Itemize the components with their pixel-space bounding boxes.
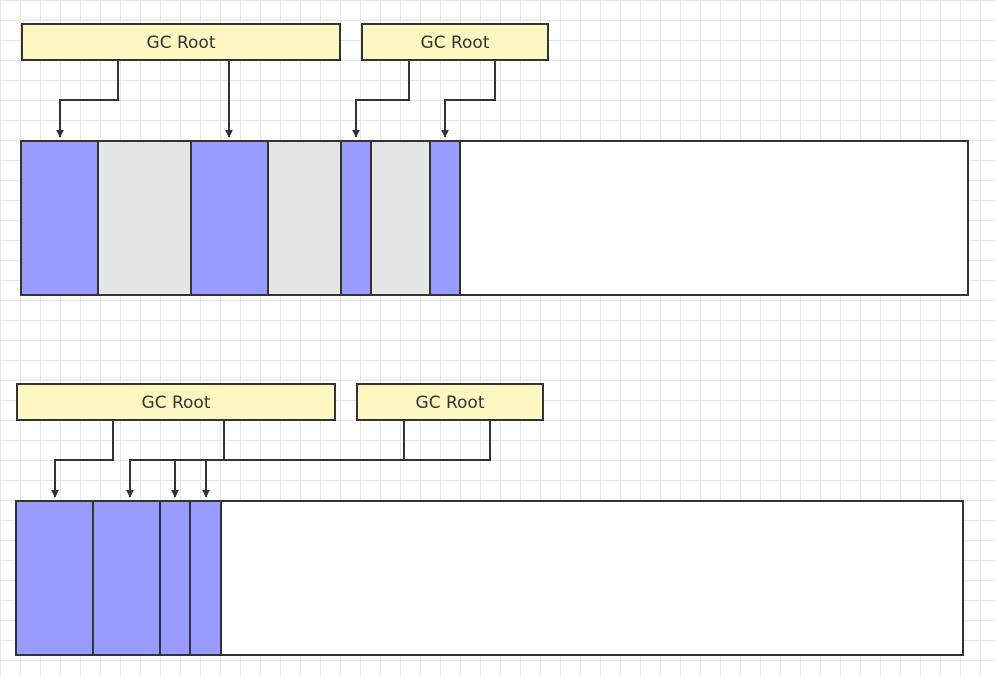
before-heap (20, 140, 969, 296)
before-live-block-2 (190, 140, 269, 296)
after-ref-arrow-4 (202, 420, 491, 498)
after-ref-arrow-1 (51, 420, 114, 498)
before-root-2-label: GC Root (421, 33, 490, 53)
after-live-block-2 (92, 500, 161, 656)
after-live-block-4 (189, 500, 222, 656)
before-live-block-3 (340, 140, 372, 296)
after-live-block-3 (159, 500, 191, 656)
before-ref-arrow-1 (56, 60, 119, 138)
before-root-1: GC Root (21, 23, 341, 61)
after-free-space (220, 500, 964, 656)
after-root-2-label: GC Root (416, 393, 485, 413)
before-root-1-label: GC Root (147, 33, 216, 53)
before-garbage-block-3 (370, 140, 431, 296)
before-garbage-block-2 (267, 140, 342, 296)
after-root-1: GC Root (16, 383, 336, 421)
before-garbage-block-1 (97, 140, 192, 296)
before-root-2-box (361, 23, 549, 61)
after-root-2-box (356, 383, 544, 421)
before-live-block-1 (20, 140, 99, 296)
before-root-2: GC Root (361, 23, 549, 61)
after-panel: GC Root GC Root (15, 383, 964, 656)
before-ref-arrow-3 (352, 60, 410, 138)
after-heap (15, 500, 964, 656)
before-ref-arrow-4 (441, 60, 496, 138)
after-ref-arrow-3 (171, 420, 405, 498)
before-root-1-box (21, 23, 341, 61)
after-references (51, 420, 491, 498)
before-free-space (459, 140, 969, 296)
before-live-block-4 (429, 140, 461, 296)
before-panel: GC Root GC Root (20, 23, 969, 296)
before-references (56, 60, 496, 138)
after-ref-arrow-2 (126, 420, 225, 498)
after-root-1-label: GC Root (142, 393, 211, 413)
after-root-1-box (16, 383, 336, 421)
after-root-2: GC Root (356, 383, 544, 421)
after-live-block-1 (15, 500, 94, 656)
